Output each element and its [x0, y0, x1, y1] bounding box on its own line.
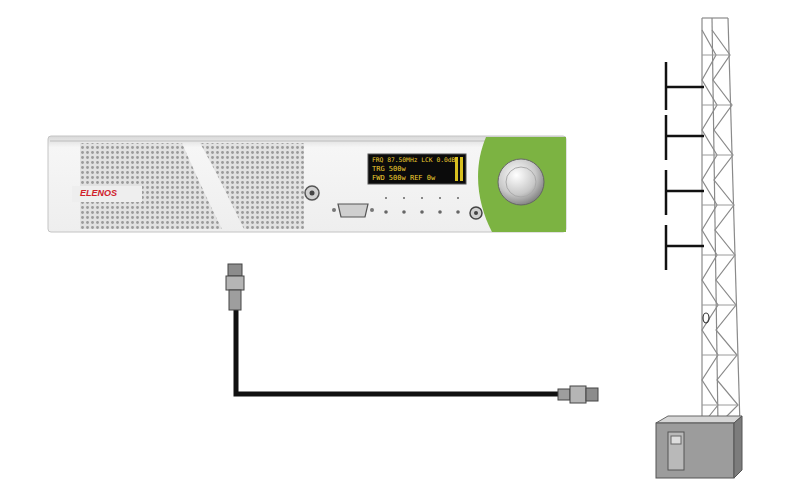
dipole-antennas — [666, 62, 704, 270]
coax-cable — [226, 264, 598, 403]
display — [368, 154, 466, 184]
knob — [498, 159, 544, 205]
serial-port — [338, 204, 368, 217]
display-line: TRG 500w — [372, 166, 406, 173]
display-line: FRQ 87.50MHz LCK 0.0dB — [372, 157, 455, 163]
equipment-shelter — [656, 416, 742, 478]
transmitter — [48, 136, 566, 232]
bnc-connector — [470, 207, 482, 219]
vent-mesh — [200, 143, 304, 229]
status-leds — [384, 197, 460, 214]
antenna-tower — [702, 18, 740, 425]
bnc-connector — [305, 186, 319, 200]
control-panel — [478, 137, 566, 232]
display-line: FWD 500w REF 0w — [372, 175, 435, 182]
brand-logo: ELENOS — [80, 189, 117, 198]
